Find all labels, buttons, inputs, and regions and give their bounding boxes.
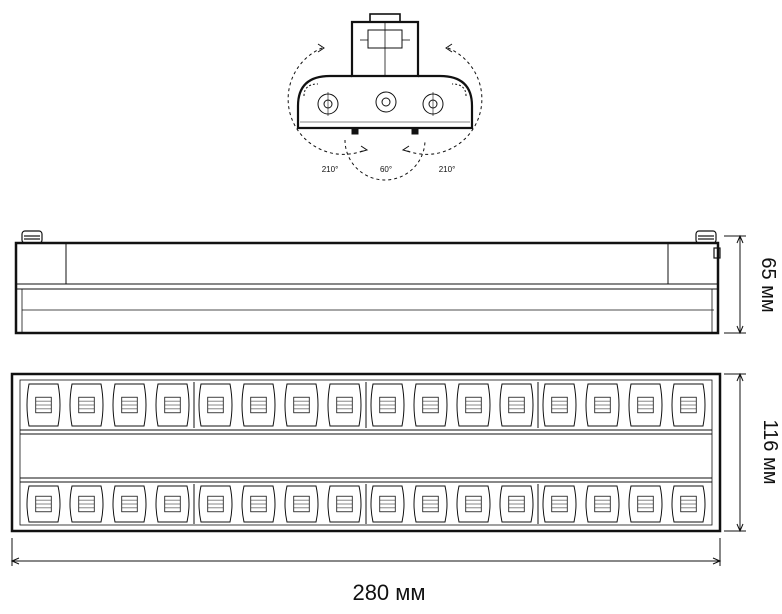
mount-knob-left bbox=[21, 230, 43, 244]
lens-cell bbox=[456, 485, 491, 523]
lens-cell bbox=[112, 383, 147, 427]
width-dimension bbox=[724, 372, 746, 533]
lens-cell bbox=[241, 485, 276, 523]
lens-cell bbox=[155, 383, 190, 427]
height-dimension bbox=[724, 234, 746, 335]
lens-cell bbox=[542, 383, 577, 427]
lens-cell bbox=[456, 383, 491, 427]
lens-cell bbox=[585, 485, 620, 523]
mount-knob-right bbox=[695, 230, 721, 259]
lens-row-bottom bbox=[26, 484, 706, 524]
pivot-screws bbox=[317, 91, 444, 116]
lens-cell bbox=[241, 383, 276, 427]
length-label: 280 мм bbox=[352, 580, 425, 605]
angle-right-label: 210° bbox=[439, 165, 456, 174]
lens-row-top bbox=[26, 382, 706, 428]
lens-cell bbox=[284, 485, 319, 523]
lens-cell bbox=[542, 485, 577, 523]
length-dimension bbox=[10, 538, 722, 566]
lens-cell bbox=[26, 485, 61, 523]
lens-cell bbox=[370, 383, 405, 427]
lens-cell bbox=[69, 485, 104, 523]
lens-cell bbox=[413, 485, 448, 523]
lens-cell bbox=[585, 383, 620, 427]
side-body bbox=[14, 241, 720, 335]
lens-cell bbox=[198, 383, 233, 427]
lens-cell bbox=[671, 383, 706, 427]
lens-cell bbox=[26, 383, 61, 427]
height-label: 65 мм bbox=[757, 257, 779, 312]
lens-cell bbox=[413, 383, 448, 427]
width-label: 116 мм bbox=[759, 420, 781, 485]
lens-cell bbox=[628, 383, 663, 427]
lens-cell bbox=[499, 383, 534, 427]
track-adapter bbox=[350, 13, 420, 78]
lens-cell bbox=[327, 485, 362, 523]
angle-left-label: 210° bbox=[322, 165, 339, 174]
rotation-arrowheads bbox=[317, 43, 453, 153]
lens-cell bbox=[69, 383, 104, 427]
side-view bbox=[14, 230, 721, 335]
lens-cell bbox=[499, 485, 534, 523]
body-profile bbox=[296, 74, 474, 130]
lens-cell bbox=[198, 485, 233, 523]
lens-cell bbox=[284, 383, 319, 427]
adapter-rotation-view bbox=[287, 13, 483, 181]
lens-cell bbox=[370, 485, 405, 523]
lens-cell bbox=[327, 383, 362, 427]
lens-cell bbox=[112, 485, 147, 523]
rotation-arcs bbox=[287, 47, 483, 181]
lens-cell bbox=[155, 485, 190, 523]
front-view bbox=[10, 372, 722, 533]
angle-center-label: 60° bbox=[380, 165, 392, 174]
lens-cell bbox=[628, 485, 663, 523]
lens-cell bbox=[671, 485, 706, 523]
front-body bbox=[10, 372, 722, 533]
